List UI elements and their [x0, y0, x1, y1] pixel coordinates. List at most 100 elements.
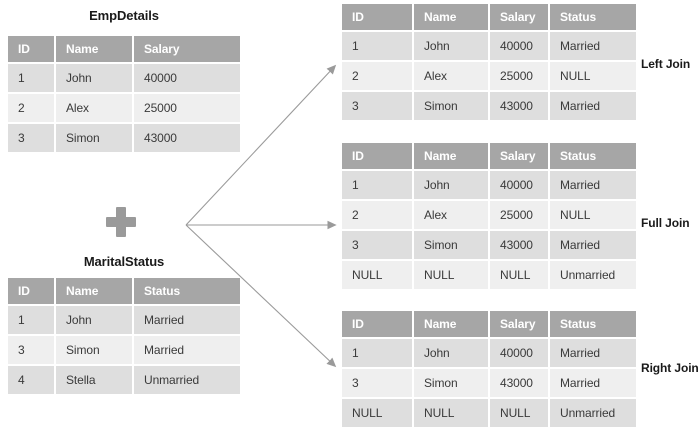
cell-name: Simon — [414, 231, 488, 259]
cell-status: NULL — [550, 201, 636, 229]
cell-salary: NULL — [490, 261, 548, 289]
cell-status: Married — [134, 336, 240, 364]
column-header-status: Status — [550, 143, 636, 169]
cell-name: John — [414, 171, 488, 199]
cell-name: John — [414, 339, 488, 367]
cell-status: Married — [550, 339, 636, 367]
table-header-row: ID Name Status — [8, 278, 240, 304]
plus-icon — [106, 207, 136, 237]
table-row: 2 Alex 25000 NULL — [342, 201, 636, 229]
table-header-row: ID Name Salary Status — [342, 143, 636, 169]
table-row: 3 Simon Married — [8, 336, 240, 364]
column-header-salary: Salary — [490, 311, 548, 337]
table-row: 1 John Married — [8, 306, 240, 334]
column-header-salary: Salary — [490, 143, 548, 169]
cell-salary: 25000 — [490, 201, 548, 229]
cell-id: 4 — [8, 366, 54, 394]
column-header-id: ID — [8, 278, 54, 304]
cell-salary: NULL — [490, 399, 548, 427]
left-join-label: Left Join — [641, 57, 691, 71]
cell-id: 3 — [8, 336, 54, 364]
cell-id: 1 — [8, 64, 54, 92]
table-row: 2 Alex 25000 NULL — [342, 62, 636, 90]
cell-id: 3 — [342, 369, 412, 397]
cell-id: 3 — [342, 231, 412, 259]
right-join-label: Right Join — [641, 361, 699, 375]
cell-salary: 25000 — [490, 62, 548, 90]
cell-id: 2 — [342, 201, 412, 229]
cell-name: Alex — [56, 94, 132, 122]
cell-name: Simon — [56, 336, 132, 364]
cell-name: Alex — [414, 62, 488, 90]
cell-salary: 40000 — [490, 339, 548, 367]
cell-id: 1 — [342, 339, 412, 367]
column-header-salary: Salary — [490, 4, 548, 30]
column-header-status: Status — [134, 278, 240, 304]
cell-name: John — [414, 32, 488, 60]
column-header-name: Name — [56, 278, 132, 304]
column-header-name: Name — [414, 4, 488, 30]
cell-salary: 43000 — [134, 124, 240, 152]
cell-salary: 40000 — [490, 171, 548, 199]
column-header-id: ID — [342, 143, 412, 169]
table-header-row: ID Name Salary — [8, 36, 240, 62]
cell-status: Married — [550, 32, 636, 60]
column-header-status: Status — [550, 311, 636, 337]
table-row: 1 John 40000 — [8, 64, 240, 92]
cell-salary: 43000 — [490, 92, 548, 120]
table-row: NULL NULL NULL Unmarried — [342, 261, 636, 289]
cell-status: Unmarried — [550, 399, 636, 427]
cell-name: NULL — [414, 261, 488, 289]
cell-id: NULL — [342, 399, 412, 427]
column-header-id: ID — [342, 4, 412, 30]
column-header-status: Status — [550, 4, 636, 30]
cell-status: Married — [550, 171, 636, 199]
cell-name: Simon — [414, 92, 488, 120]
cell-status: Unmarried — [134, 366, 240, 394]
cell-name: Alex — [414, 201, 488, 229]
cell-salary: 40000 — [134, 64, 240, 92]
cell-name: John — [56, 64, 132, 92]
cell-status: Married — [550, 231, 636, 259]
cell-id: 1 — [8, 306, 54, 334]
table-header-row: ID Name Salary Status — [342, 4, 636, 30]
cell-salary: 40000 — [490, 32, 548, 60]
table-row: 1 John 40000 Married — [342, 32, 636, 60]
column-header-name: Name — [56, 36, 132, 62]
full-join-label: Full Join — [641, 216, 690, 230]
cell-status: Unmarried — [550, 261, 636, 289]
plus-icon-vertical-bar — [116, 207, 126, 237]
cell-status: Married — [550, 92, 636, 120]
right-join-result-table: ID Name Salary Status 1 John 40000 Marri… — [340, 309, 638, 429]
cell-id: 2 — [8, 94, 54, 122]
cell-name: Simon — [56, 124, 132, 152]
cell-name: NULL — [414, 399, 488, 427]
table-row: 3 Simon 43000 Married — [342, 231, 636, 259]
full-join-result-table: ID Name Salary Status 1 John 40000 Marri… — [340, 141, 638, 291]
cell-id: 1 — [342, 171, 412, 199]
table-row: 3 Simon 43000 — [8, 124, 240, 152]
cell-status: Married — [550, 369, 636, 397]
left-join-result-table: ID Name Salary Status 1 John 40000 Marri… — [340, 2, 638, 122]
cell-id: NULL — [342, 261, 412, 289]
cell-id: 2 — [342, 62, 412, 90]
marital-status-table: ID Name Status 1 John Married 3 Simon Ma… — [6, 276, 242, 396]
table-row: 3 Simon 43000 Married — [342, 92, 636, 120]
emp-details-table: ID Name Salary 1 John 40000 2 Alex 25000… — [6, 34, 242, 154]
table-row: NULL NULL NULL Unmarried — [342, 399, 636, 427]
cell-name: Stella — [56, 366, 132, 394]
emp-details-title: EmpDetails — [89, 8, 159, 23]
table-row: 2 Alex 25000 — [8, 94, 240, 122]
marital-status-title: MaritalStatus — [83, 254, 165, 269]
cell-id: 1 — [342, 32, 412, 60]
cell-status: Married — [134, 306, 240, 334]
column-header-id: ID — [8, 36, 54, 62]
cell-salary: 43000 — [490, 369, 548, 397]
column-header-salary: Salary — [134, 36, 240, 62]
table-row: 1 John 40000 Married — [342, 339, 636, 367]
cell-name: John — [56, 306, 132, 334]
cell-id: 3 — [8, 124, 54, 152]
table-header-row: ID Name Salary Status — [342, 311, 636, 337]
table-row: 1 John 40000 Married — [342, 171, 636, 199]
